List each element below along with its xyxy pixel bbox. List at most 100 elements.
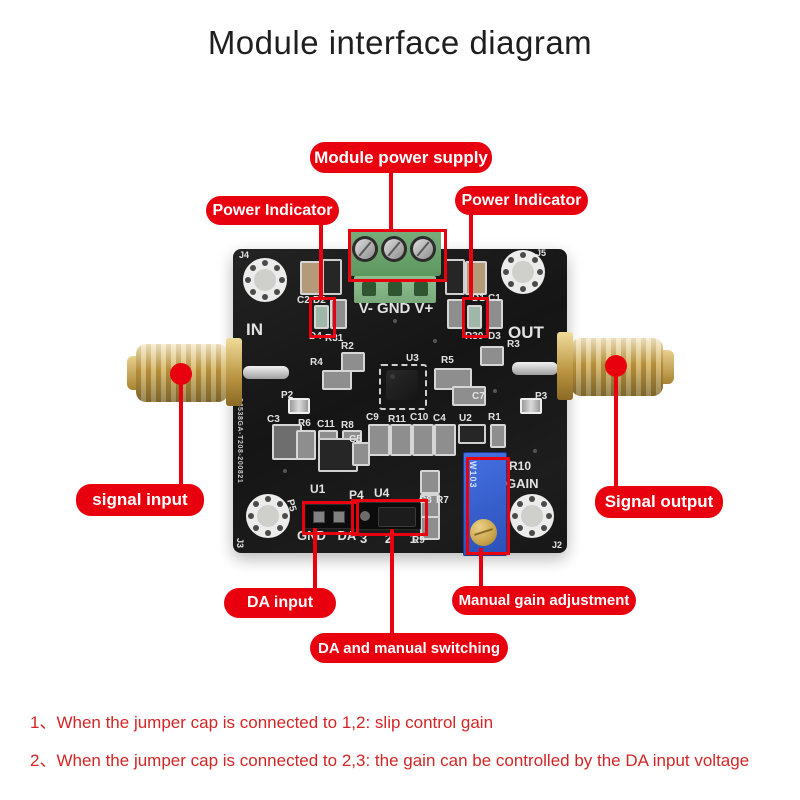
leader-dot-signal-output (605, 355, 627, 377)
jumper-cap (378, 507, 416, 527)
silkscreen-r6: R6 (298, 418, 311, 429)
smd-component (452, 386, 486, 406)
highlight-box-jumper-header (351, 499, 428, 536)
label-module-power-supply: Module power supply (310, 142, 492, 173)
terminal-slot (362, 282, 376, 296)
main-ic-u3 (386, 370, 418, 400)
label-power-indicator-right: Power Indicator (455, 186, 588, 215)
jumper-header (353, 502, 421, 530)
highlight-box-led-right (462, 297, 489, 338)
label-da-input: DA input (224, 588, 336, 618)
sma-tip-right (662, 350, 674, 384)
sma-center-pin-right (512, 362, 558, 375)
smd-component (322, 259, 342, 295)
note-jumper-12: 1、When the jumper cap is connected to 1,… (30, 713, 494, 732)
smd-transistor (318, 438, 358, 472)
via (433, 339, 437, 343)
silkscreen-c1: C1 (488, 293, 501, 304)
leader-line-da-switching (390, 529, 394, 635)
silkscreen-r4: R4 (310, 357, 323, 368)
smd-component (434, 424, 456, 456)
smd-component (480, 346, 504, 366)
silkscreen-p5: P5 (284, 498, 299, 513)
smd-component (420, 470, 440, 494)
silkscreen-d2: D2 (313, 295, 326, 306)
power-led-right (467, 305, 482, 329)
mounting-hole-top-left (243, 258, 287, 302)
silkscreen-u3: U3 (406, 353, 419, 364)
mounting-hole-bottom-right (510, 494, 554, 538)
label-power-indicator-left: Power Indicator (206, 196, 339, 225)
trimmer-code-label: W103 (468, 461, 478, 489)
header-pin (313, 511, 325, 523)
silkscreen-u4: U4 (374, 486, 390, 500)
terminal-slot (388, 282, 402, 296)
power-led-left (314, 305, 329, 329)
via (493, 389, 497, 393)
silkscreen-r11: R11 (388, 414, 406, 425)
silkscreen-c5: C5 (349, 434, 362, 445)
label-signal-output: Signal output (595, 486, 723, 518)
page-title: Module interface diagram (207, 24, 593, 61)
gain-trimmer-potentiometer: W103 (463, 452, 507, 556)
leader-line-signal-input (179, 374, 183, 485)
pcb-board: W103 J4 J5 J3 J2 C2 D2 D1 C1 D4 R31 R2 R… (233, 230, 567, 556)
leader-line-signal-output (614, 366, 618, 487)
smd-component (341, 352, 365, 372)
silkscreen-c4: C4 (433, 413, 446, 424)
silkscreen-u2: U2 (459, 413, 472, 424)
highlight-box-trimmer (466, 457, 510, 555)
silkscreen-c7: C7 (472, 391, 485, 402)
silkscreen-c11: C11 (317, 419, 335, 430)
silkscreen-r5: R5 (441, 355, 454, 366)
via (283, 469, 287, 473)
smd-component (458, 424, 486, 444)
highlight-box-power-terminal (348, 229, 447, 282)
silkscreen-r10: R10 (509, 459, 532, 473)
mounting-hole-top-right (501, 250, 545, 294)
silkscreen-r8: R8 (341, 420, 354, 431)
silkscreen-in: IN (246, 320, 263, 339)
silkscreen-p2: P2 (281, 390, 294, 401)
silkscreen-c10: C10 (410, 412, 429, 423)
highlight-box-da-header (302, 501, 359, 535)
leader-dot-signal-input (170, 363, 192, 385)
smd-component (412, 424, 434, 456)
label-signal-input: signal input (76, 484, 204, 516)
smd-component (296, 430, 316, 460)
label-manual-gain-adjustment: Manual gain adjustment (452, 586, 636, 615)
terminal-screw (352, 236, 378, 262)
smd-component (288, 398, 310, 414)
header-pin (333, 511, 345, 523)
silkscreen-j2: J2 (552, 540, 563, 550)
leader-line-gain (479, 548, 483, 588)
silkscreen-d3: D3 (488, 331, 501, 342)
silkscreen-r31: R31 (325, 333, 344, 344)
silkscreen-j4: J4 (239, 250, 250, 260)
terminal-screw (381, 236, 407, 262)
sma-center-pin-left (243, 366, 289, 379)
smd-component (490, 424, 506, 448)
silkscreen-u1: U1 (310, 482, 326, 496)
silkscreen-p3: P3 (535, 391, 548, 402)
silkscreen-j5: J5 (536, 248, 547, 258)
silkscreen-gain: GAIN (506, 476, 539, 491)
silkscreen-r3: R3 (507, 339, 520, 350)
label-da-and-manual-switching: DA and manual switching (310, 633, 508, 663)
silkscreen-power-pins: V- GND V+ (358, 300, 434, 317)
leader-line-power-indicator-left (319, 224, 323, 300)
terminal-slot (414, 282, 428, 296)
smd-component (322, 370, 352, 390)
highlight-box-led-left (309, 297, 336, 338)
trimmer-screw (470, 519, 497, 546)
sma-flange-right (557, 332, 573, 400)
leader-line-da-input (313, 528, 317, 589)
silkscreen-j3: J3 (235, 537, 246, 549)
silkscreen-r2: R2 (341, 341, 354, 352)
smd-component (368, 424, 390, 456)
via (533, 449, 537, 453)
header-pin (360, 511, 370, 521)
smd-component (445, 259, 465, 295)
sma-flange-left (226, 338, 242, 406)
